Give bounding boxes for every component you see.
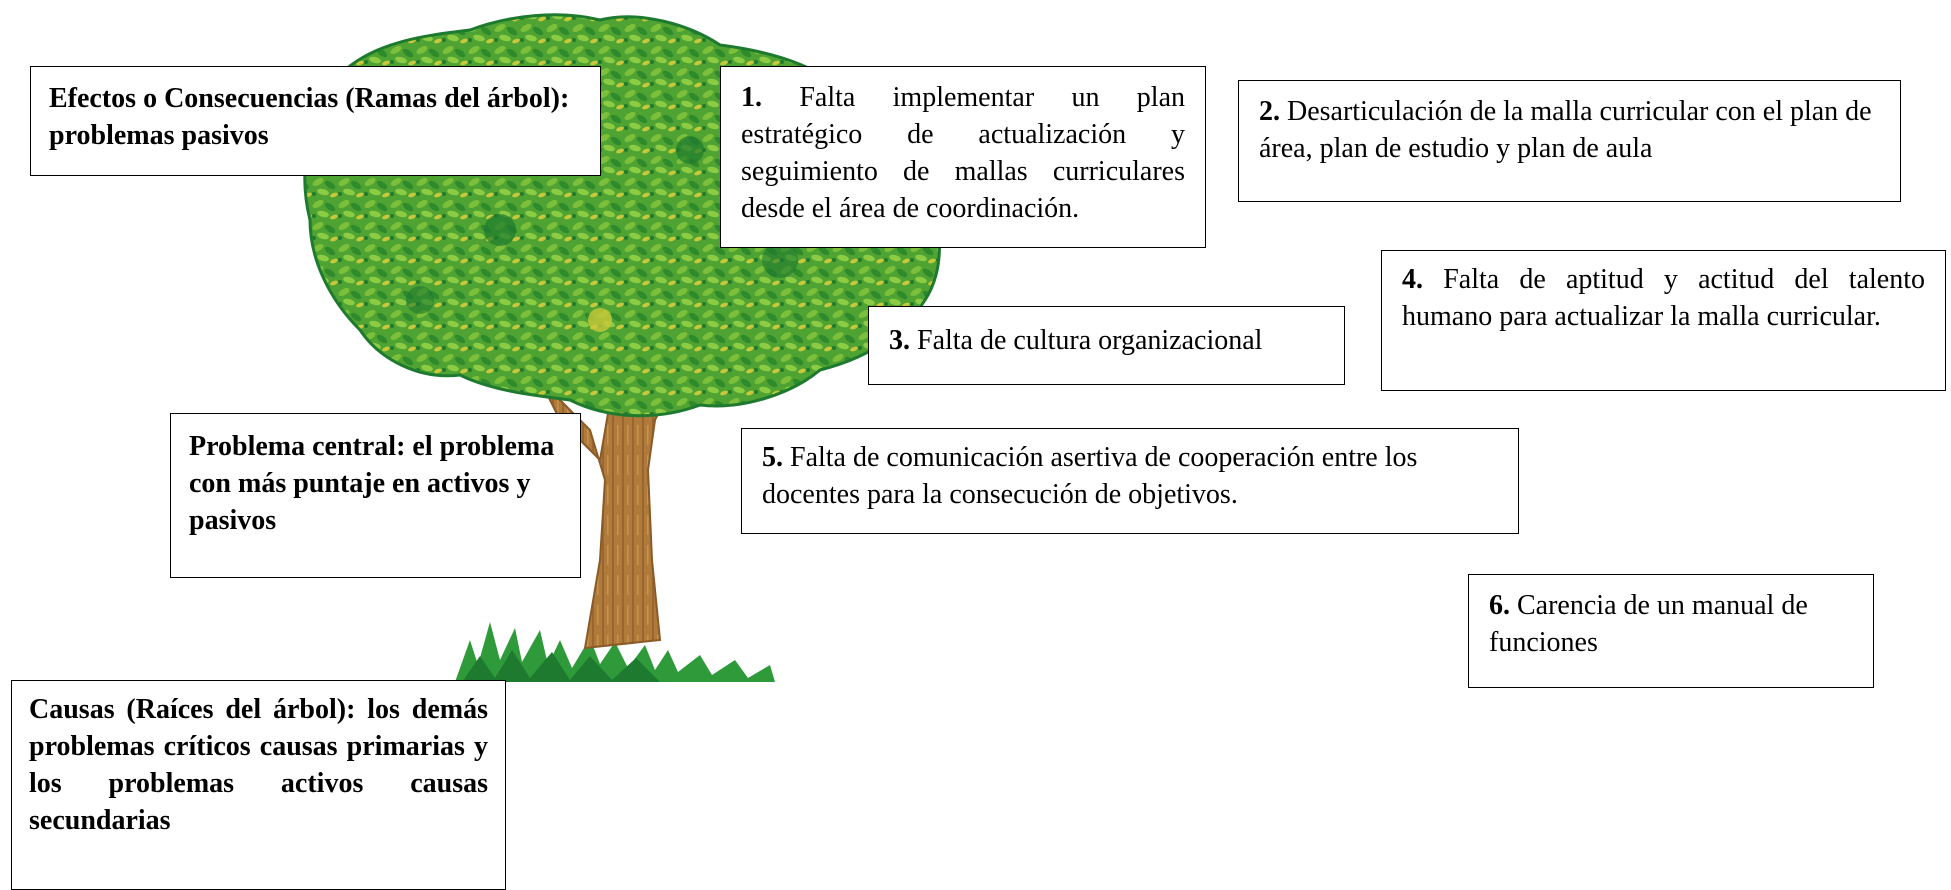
problem-number: 4.: [1402, 264, 1423, 295]
problem-box-3: 3. Falta de cultura organizacional: [868, 306, 1345, 385]
problem-box-6: 6. Carencia de un manual de funciones: [1468, 574, 1874, 688]
causas-label-box: Causas (Raíces del árbol): los demás pro…: [11, 680, 506, 890]
problem-number: 2.: [1259, 96, 1280, 127]
problem-number: 1.: [741, 82, 762, 113]
problem-number: 5.: [762, 442, 783, 473]
causas-label: Causas (Raíces del árbol): los demás pro…: [29, 694, 488, 836]
problem-text: Falta de aptitud y actitud del talento h…: [1402, 264, 1926, 332]
problem-text: Falta de cultura organizacional: [917, 325, 1263, 356]
problem-box-4: 4. Falta de aptitud y actitud del talent…: [1381, 250, 1946, 391]
problem-box-5: 5. Falta de comunicación asertiva de coo…: [741, 428, 1519, 534]
problem-box-1: 1. Falta implementar un plan estratégico…: [720, 66, 1206, 248]
problem-text: Desarticulación de la malla curricular c…: [1259, 96, 1872, 164]
problema-central-label-box: Problema central: el problema con más pu…: [170, 413, 581, 578]
problem-text: Falta de comunicación asertiva de cooper…: [762, 442, 1418, 510]
efectos-label: Efectos o Consecuencias (Ramas del árbol…: [49, 83, 570, 151]
problema-central-label: Problema central: el problema con más pu…: [189, 431, 555, 536]
problem-number: 3.: [889, 325, 910, 356]
efectos-label-box: Efectos o Consecuencias (Ramas del árbol…: [30, 66, 601, 176]
problem-text: Falta implementar un plan estratégico de…: [741, 82, 1185, 224]
problem-text: Carencia de un manual de funciones: [1489, 590, 1808, 658]
problem-box-2: 2. Desarticulación de la malla curricula…: [1238, 80, 1901, 202]
grass: [455, 622, 775, 682]
problem-number: 6.: [1489, 590, 1510, 621]
